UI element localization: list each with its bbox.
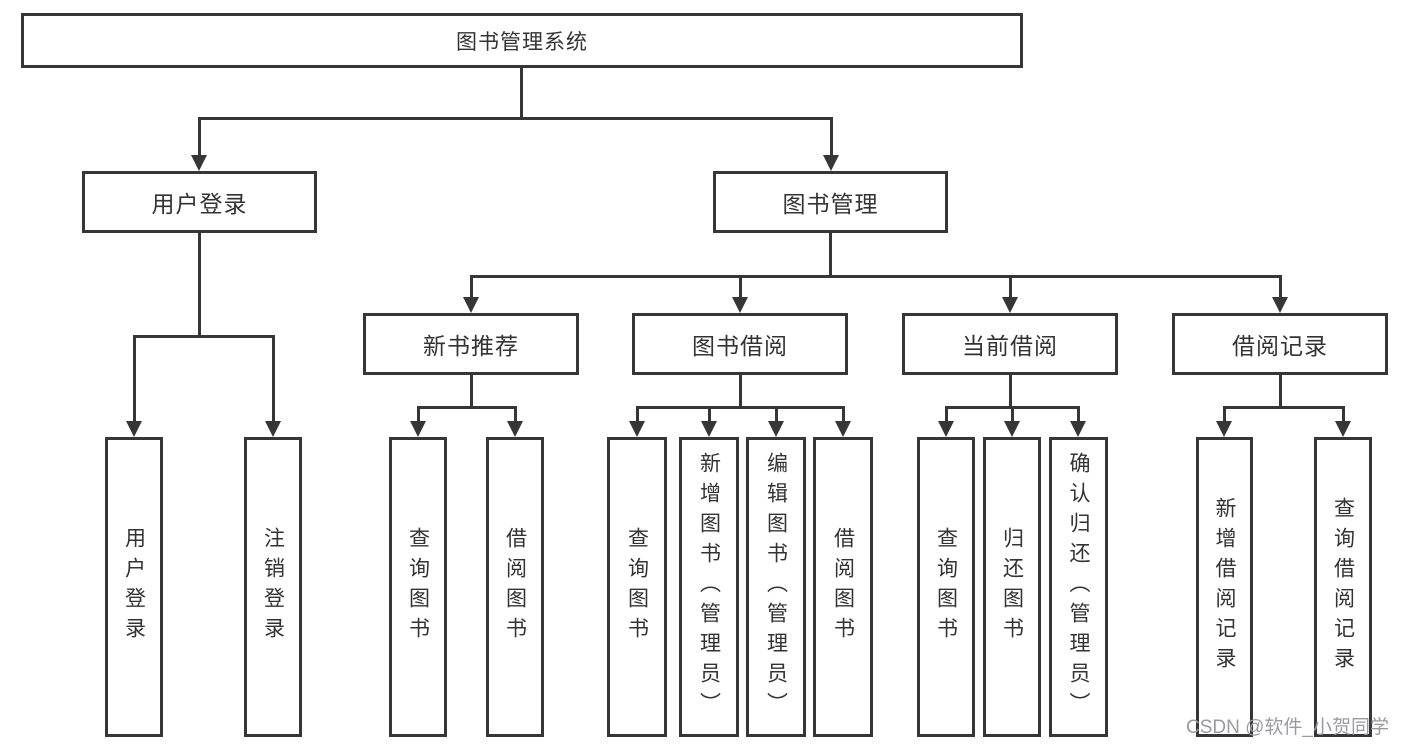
connector-line — [1077, 406, 1080, 423]
arrow-down-icon — [126, 421, 142, 437]
connector-line — [708, 406, 711, 423]
node-label: 借阅记录 — [1232, 333, 1328, 359]
leaf-borrow-books-borrowing: 借阅图书 — [813, 437, 873, 737]
leaf-label: 归还图书 — [1000, 527, 1024, 647]
arrow-down-icon — [768, 421, 784, 437]
connector-line — [272, 335, 275, 423]
connector-line — [198, 117, 201, 157]
leaf-label: 新增借阅记录 — [1213, 497, 1236, 677]
connector-line — [830, 117, 833, 157]
node-label: 新书推荐 — [423, 333, 519, 359]
node-book-borrowing: 图书借阅 — [632, 313, 848, 375]
arrow-down-icon — [1004, 421, 1020, 437]
node-label: 当前借阅 — [962, 333, 1058, 359]
node-label: 图书管理系统 — [456, 30, 588, 54]
connector-line — [133, 335, 136, 423]
node-label: 图书借阅 — [692, 333, 788, 359]
connector-line — [739, 275, 742, 301]
connector-line — [133, 335, 275, 338]
leaf-add-books-admin: 新增图书（管理员） — [679, 437, 739, 737]
arrow-down-icon — [191, 155, 207, 171]
connector-line — [198, 117, 833, 120]
connector-line — [1223, 406, 1345, 409]
arrow-down-icon — [629, 421, 645, 437]
node-book-management: 图书管理 — [713, 171, 948, 233]
node-user-login: 用户登录 — [82, 171, 317, 233]
arrow-down-icon — [835, 421, 851, 437]
leaf-label: 查询借阅记录 — [1331, 497, 1355, 677]
connector-line — [470, 275, 473, 301]
node-library-management-system: 图书管理系统 — [21, 13, 1023, 68]
leaf-label: 借阅图书 — [831, 527, 855, 647]
connector-line — [1009, 275, 1012, 301]
connector-line — [636, 406, 639, 423]
arrow-down-icon — [265, 421, 281, 437]
arrow-down-icon — [410, 421, 426, 437]
leaf-label: 确认归还（管理员） — [1067, 452, 1090, 722]
arrow-down-icon — [732, 297, 748, 313]
leaf-label: 注销登录 — [261, 527, 285, 647]
arrow-down-icon — [507, 421, 523, 437]
leaf-return-books: 归还图书 — [983, 437, 1041, 737]
leaf-logout: 注销登录 — [244, 437, 302, 737]
connector-line — [1009, 375, 1012, 406]
connector-line — [1279, 375, 1282, 406]
arrow-down-icon — [1216, 421, 1232, 437]
leaf-label: 编辑图书（管理员） — [764, 452, 788, 722]
leaf-confirm-return-admin: 确认归还（管理员） — [1049, 437, 1108, 737]
leaf-label: 用户登录 — [122, 527, 146, 647]
connector-line — [1223, 406, 1226, 423]
connector-line — [1279, 275, 1282, 301]
arrow-down-icon — [701, 421, 717, 437]
node-borrowing-records: 借阅记录 — [1172, 313, 1388, 375]
connector-line — [842, 406, 845, 423]
leaf-edit-books-admin: 编辑图书（管理员） — [746, 437, 806, 737]
arrow-down-icon — [1335, 421, 1351, 437]
arrow-down-icon — [938, 421, 954, 437]
leaf-query-borrow-record: 查询借阅记录 — [1314, 437, 1372, 737]
connector-line — [417, 406, 420, 423]
leaf-label: 查询图书 — [934, 527, 958, 647]
arrow-down-icon — [1272, 297, 1288, 313]
leaf-borrow-books-recommend: 借阅图书 — [486, 437, 544, 737]
leaf-user-login: 用户登录 — [105, 437, 163, 737]
connector-line — [829, 233, 832, 275]
connector-line — [1011, 406, 1014, 423]
arrow-down-icon — [463, 297, 479, 313]
connector-line — [470, 375, 473, 406]
node-label: 图书管理 — [782, 191, 879, 217]
node-label: 用户登录 — [151, 191, 248, 217]
connector-line — [417, 406, 517, 409]
leaf-label: 新增图书（管理员） — [697, 452, 721, 722]
leaf-query-books-recommend: 查询图书 — [389, 437, 447, 737]
leaf-query-books-current: 查询图书 — [917, 437, 975, 737]
arrow-down-icon — [823, 155, 839, 171]
arrow-down-icon — [1002, 297, 1018, 313]
connector-line — [470, 275, 1281, 278]
leaf-label: 借阅图书 — [503, 527, 527, 647]
leaf-query-books-borrowing: 查询图书 — [607, 437, 667, 737]
connector-line — [739, 375, 742, 406]
connector-line — [520, 68, 523, 117]
csdn-watermark: CSDN @软件_小贺同学 — [1186, 717, 1389, 738]
node-current-borrowing: 当前借阅 — [902, 313, 1118, 375]
connector-line — [636, 406, 845, 409]
connector-line — [1342, 406, 1345, 423]
arrow-down-icon — [1070, 421, 1086, 437]
connector-line — [514, 406, 517, 423]
connector-line — [775, 406, 778, 423]
leaf-add-borrow-record: 新增借阅记录 — [1196, 437, 1253, 737]
connector-line — [198, 233, 201, 335]
leaf-label: 查询图书 — [625, 527, 649, 647]
node-new-book-recommendation: 新书推荐 — [363, 313, 579, 375]
leaf-label: 查询图书 — [406, 527, 430, 647]
connector-line — [945, 406, 948, 423]
